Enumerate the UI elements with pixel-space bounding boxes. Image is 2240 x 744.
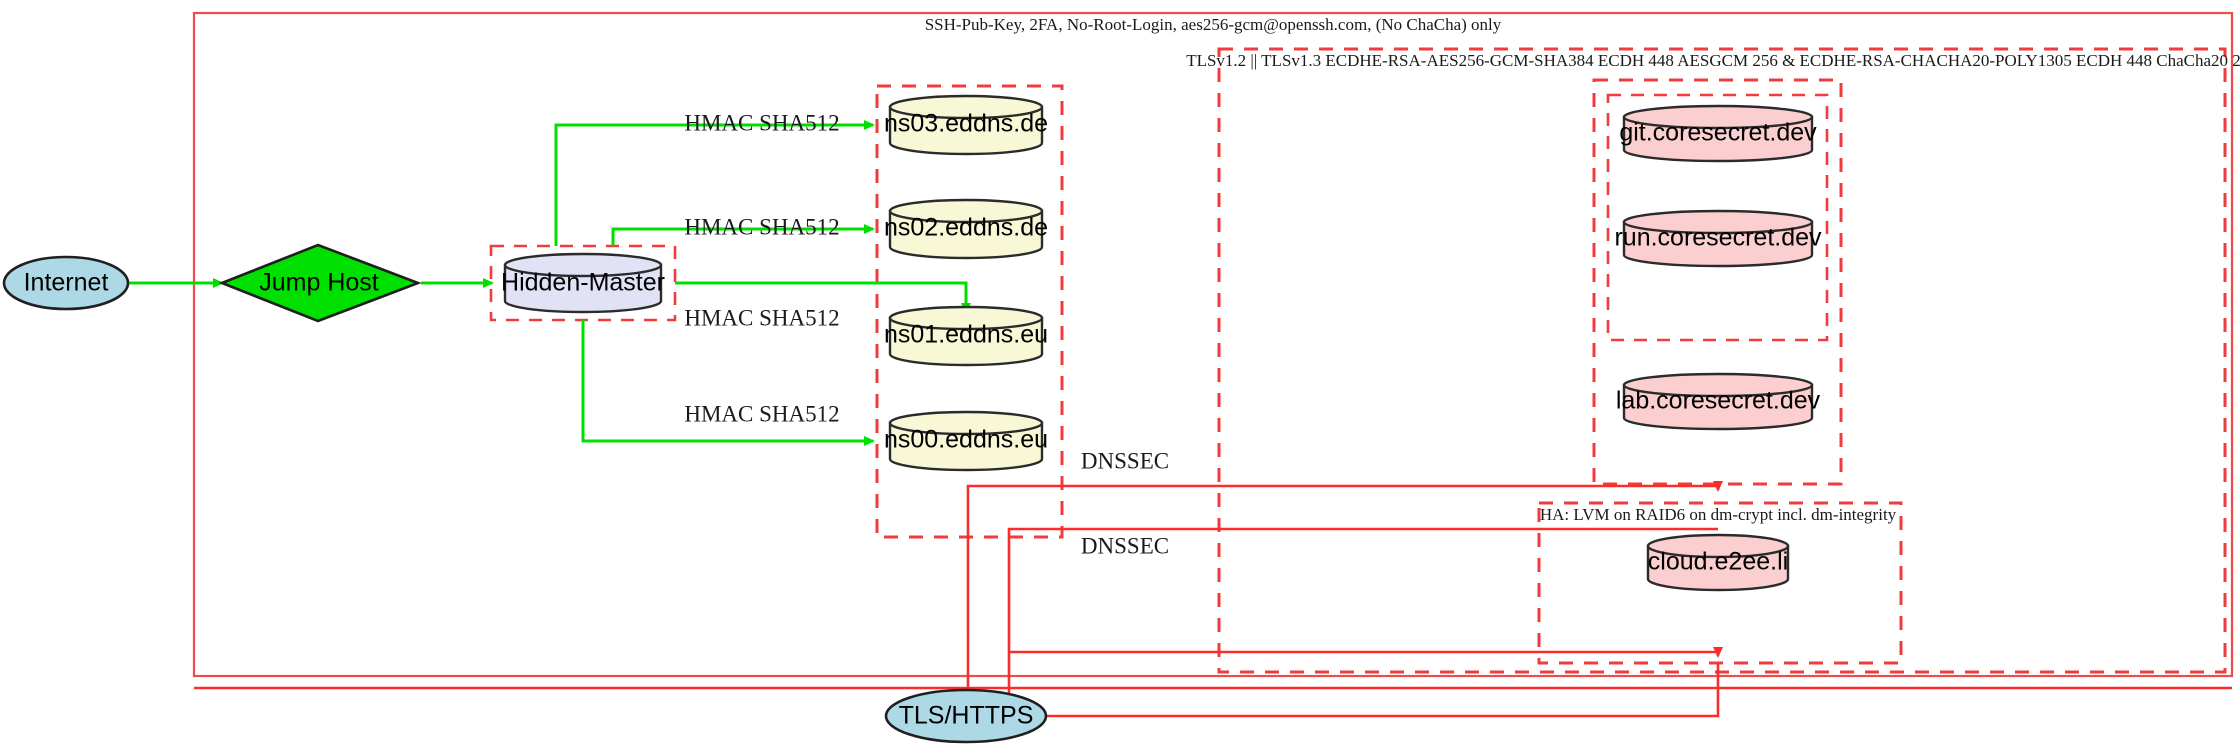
edge-label-hmac-ns00: HMAC SHA512 [684,401,839,426]
edge-tls-to-services [1046,663,1720,718]
edge-label-hmac-ns02: HMAC SHA512 [684,214,839,239]
coresecret-inner-box [1606,93,1829,342]
node-git-coresecret-label: git.coresecret.dev [1619,119,1817,147]
edge-hiddenmaster-to-ns03 [554,120,875,246]
node-cloud-e2ee-label: cloud.e2ee.li [1648,548,1788,576]
edge-hiddenmaster-to-ns00 [581,320,875,446]
node-internet[interactable]: Internet [2,255,130,311]
node-tls-https-label: TLS/HTTPS [899,702,1034,730]
edge-dnssec-lower [1007,527,1718,688]
edge-dnssec-to-ha [1009,647,1723,658]
node-ns00-label: ns00.eddns.eu [884,426,1048,454]
node-ns02-label: ns02.eddns.de [884,214,1048,242]
ha-zone-box [1537,501,1903,665]
node-run-coresecret[interactable]: run.coresecret.dev [1614,209,1822,268]
node-jump-host[interactable]: Jump Host [218,243,422,323]
ha-zone-label: HA: LVM on RAID6 on dm-crypt incl. dm-in… [1540,505,1897,524]
node-internet-label: Internet [24,269,109,297]
node-tls-https[interactable]: TLS/HTTPS [884,688,1048,744]
node-ns01-label: ns01.eddns.eu [884,321,1048,349]
node-cloud-e2ee[interactable]: cloud.e2ee.li [1646,533,1790,592]
node-git-coresecret[interactable]: git.coresecret.dev [1619,104,1817,163]
node-lab-coresecret[interactable]: lab.coresecret.dev [1616,372,1821,431]
edge-label-dnssec-lower: DNSSEC [1081,533,1169,558]
edge-hiddenmaster-to-ns01 [675,281,971,314]
ssh-zone-box [192,11,2234,678]
node-hidden-master-label: Hidden-Master [501,269,665,297]
node-lab-coresecret-label: lab.coresecret.dev [1616,387,1821,415]
tls-zone-label: TLSv1.2 || TLSv1.3 ECDHE-RSA-AES256-GCM-… [1186,51,2240,70]
node-hidden-master[interactable]: Hidden-Master [501,252,665,314]
node-run-coresecret-label: run.coresecret.dev [1614,224,1822,252]
edge-hiddenmaster-to-ns02 [611,224,875,246]
node-ns03[interactable]: ns03.eddns.de [884,94,1048,156]
node-jump-host-label: Jump Host [259,269,379,297]
node-ns00[interactable]: ns00.eddns.eu [884,410,1048,472]
edge-label-dnssec-upper: DNSSEC [1081,448,1169,473]
edge-dnssec-upper [966,481,1723,634]
ssh-zone-label: SSH-Pub-Key, 2FA, No-Root-Login, aes256-… [925,15,1502,34]
node-ns02[interactable]: ns02.eddns.de [884,198,1048,260]
tls-zone-box [1217,47,2227,674]
edge-label-hmac-ns03: HMAC SHA512 [684,110,839,135]
dns-cluster-box [875,84,1064,539]
node-ns01[interactable]: ns01.eddns.eu [884,305,1048,367]
edge-label-hmac-ns01: HMAC SHA512 [684,305,839,330]
coresecret-outer-box [1592,78,1843,486]
node-ns03-label: ns03.eddns.de [884,110,1048,138]
